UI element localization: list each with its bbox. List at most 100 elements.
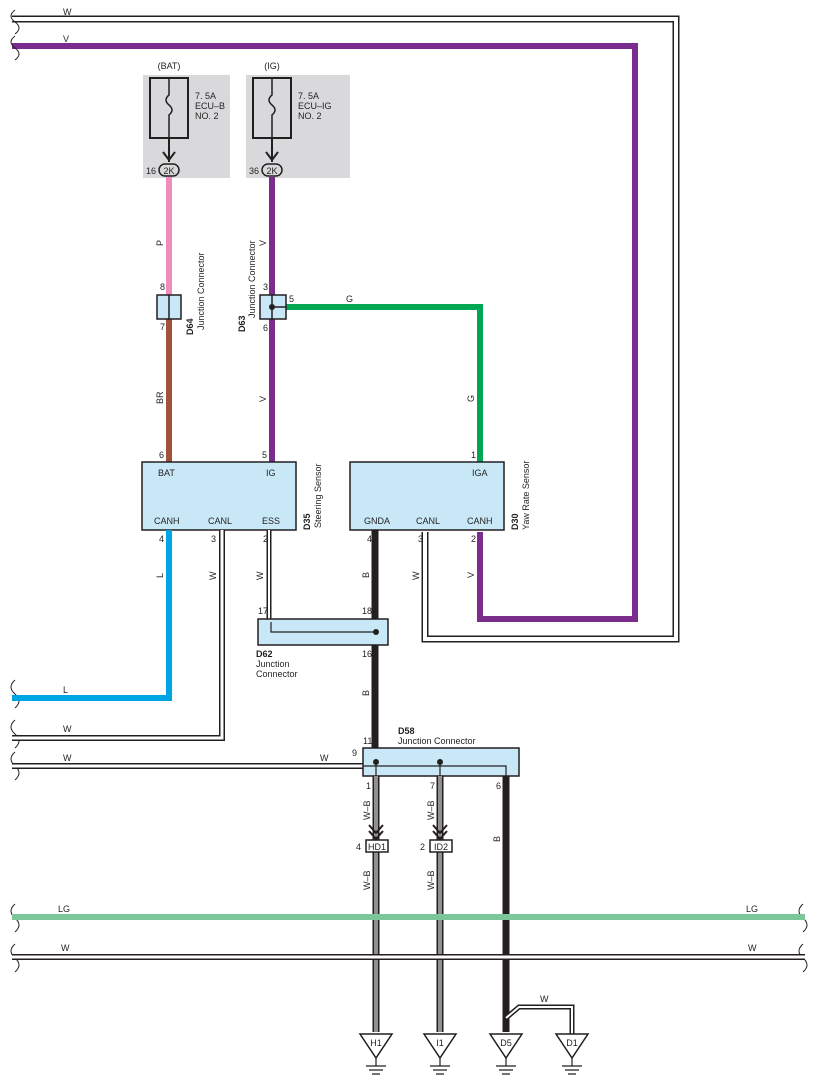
fuse-bat-connector xyxy=(158,163,180,177)
d63-pin-bottom: 6 xyxy=(263,323,268,333)
d62-pin-16: 16 xyxy=(362,649,372,659)
label-d30-canh: V xyxy=(466,572,476,578)
label-d62-b: B xyxy=(361,690,371,696)
label-top-v: V xyxy=(63,34,69,44)
d30-canh: CANH xyxy=(467,516,493,526)
d58-pin-7: 7 xyxy=(430,781,435,791)
ground-d1 xyxy=(554,1033,590,1075)
d62-pin-17: 17 xyxy=(258,606,268,616)
d63-splice-dot xyxy=(269,304,275,310)
d30-canl: CANL xyxy=(416,516,440,526)
d63-id: D63 xyxy=(237,315,247,332)
id2-pin: 2 xyxy=(420,842,425,852)
ground-d1-label: D1 xyxy=(566,1038,578,1048)
label-w-bottom-left: W xyxy=(61,943,70,953)
d64-id: D64 xyxy=(185,318,195,335)
fuse-ig-connector-label: 2K xyxy=(266,166,277,176)
fuse-bat-rating: 7. 5A xyxy=(195,91,216,101)
fuse-ig-title: (IG) xyxy=(264,61,280,71)
d30-pin-canl: 3 xyxy=(418,534,423,544)
label-w-bottom-right: W xyxy=(748,943,757,953)
d35-canh: CANH xyxy=(154,516,180,526)
label-l: L xyxy=(63,685,68,695)
fuse-bat-block: 2K 16 (BAT) 7. 5A ECU–B NO. 2 xyxy=(143,61,230,178)
ground-h1 xyxy=(358,1033,394,1075)
fuse-ig-connector xyxy=(261,163,283,177)
fuse-ig-pin: 36 xyxy=(249,166,259,176)
d58-splice-dot-1 xyxy=(373,759,379,765)
id2-connector xyxy=(429,839,453,853)
id2-label: ID2 xyxy=(434,842,448,852)
label-p: P xyxy=(155,240,165,246)
d62-splice-dot xyxy=(373,629,379,635)
d35-pin-canh: 4 xyxy=(159,534,164,544)
fuse-ig-rating: 7. 5A xyxy=(298,91,319,101)
id2-arrow-icon xyxy=(432,824,448,841)
label-wb-4: W–B xyxy=(426,870,436,890)
label-v-ig: V xyxy=(258,240,268,246)
d35-pin-bat: 6 xyxy=(159,450,164,460)
label-w-left-2: W xyxy=(63,753,72,763)
wire-top-v xyxy=(12,43,638,622)
hd1-connector xyxy=(365,839,389,853)
label-l-v: L xyxy=(155,573,165,578)
label-b-d58: B xyxy=(492,836,502,842)
ground-h1-label: H1 xyxy=(370,1038,382,1048)
label-br: BR xyxy=(155,391,165,404)
label-d35-ess: W xyxy=(255,571,265,580)
d30-id: D30 xyxy=(510,513,520,530)
fuse-bat-connector-label: 2K xyxy=(163,166,174,176)
d30-iga: IGA xyxy=(472,468,488,478)
hd1-arrow-icon xyxy=(368,824,384,841)
label-lg-left: LG xyxy=(58,904,70,914)
fuse-bat-name-2: NO. 2 xyxy=(195,111,219,121)
wire-w-d1 xyxy=(504,1004,575,1034)
wire-g xyxy=(286,304,483,462)
d58-pin-6: 6 xyxy=(496,781,501,791)
label-wb-2: W–B xyxy=(426,800,436,820)
d58-pin-1: 1 xyxy=(366,781,371,791)
d35-canl: CANL xyxy=(208,516,232,526)
d62-id: D62 xyxy=(256,649,273,659)
hd1-label: HD1 xyxy=(368,842,386,852)
label-v-d63: V xyxy=(258,396,268,402)
d64-pin-top: 8 xyxy=(160,282,165,292)
d35-pin-ig: 5 xyxy=(262,450,267,460)
d30-pin-canh: 2 xyxy=(471,534,476,544)
ground-d5-label: D5 xyxy=(500,1038,512,1048)
d35-pin-canl: 3 xyxy=(211,534,216,544)
d62-desc: Junction xyxy=(256,659,290,669)
d58-pin-11: 11 xyxy=(363,736,372,746)
fuse-ig-symbol xyxy=(268,78,276,138)
ground-i1-label: I1 xyxy=(436,1038,444,1048)
label-wb-1: W–B xyxy=(362,800,372,820)
d30-desc: Yaw Rate Sensor xyxy=(521,461,531,530)
d35-ig: IG xyxy=(266,468,276,478)
d58-desc: Junction Connector xyxy=(398,736,476,746)
d35-steering-sensor xyxy=(141,461,297,531)
label-lg-right: LG xyxy=(746,904,758,914)
d63-pin-top: 3 xyxy=(263,282,268,292)
d35-bat: BAT xyxy=(158,468,175,478)
wire-top-w xyxy=(12,15,680,643)
label-g-v: G xyxy=(466,395,476,402)
ground-d5 xyxy=(488,1033,524,1075)
wire-l xyxy=(12,530,172,701)
fuse-bat-symbol xyxy=(165,78,173,138)
wire-d35-canl xyxy=(12,530,225,741)
d35-id: D35 xyxy=(302,513,312,530)
d35-pin-ess: 2 xyxy=(263,534,268,544)
d62-pin-18: 18 xyxy=(362,606,372,616)
d30-yaw-rate-sensor xyxy=(349,461,505,531)
label-w-d58: W xyxy=(320,753,329,763)
fuse-ig-name-2: NO. 2 xyxy=(298,111,322,121)
d58-pin-9: 9 xyxy=(352,748,357,758)
fuse-bat-name: ECU–B xyxy=(195,101,225,111)
fuse-bat-pin: 16 xyxy=(146,166,156,176)
d35-ess: ESS xyxy=(262,516,280,526)
ground-i1 xyxy=(422,1033,458,1075)
label-d35-canl: W xyxy=(208,571,218,580)
fuse-ig-block: 2K 36 (IG) 7. 5A ECU–IG NO. 2 xyxy=(246,61,350,178)
label-top-w: W xyxy=(63,7,72,17)
